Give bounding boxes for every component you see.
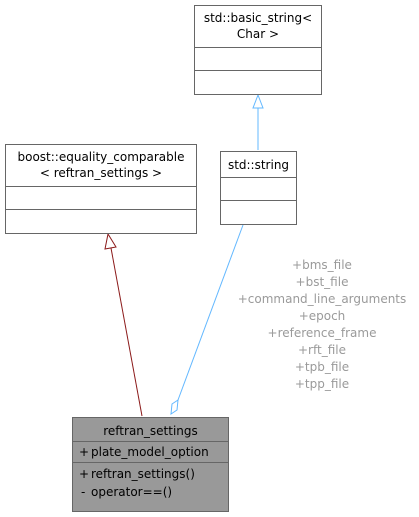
member-label: +bst_file <box>295 275 349 289</box>
visibility-marker: + <box>79 445 90 459</box>
class-title: reftran_settings <box>73 418 228 442</box>
class-title-line: std::string <box>227 158 290 172</box>
class-title-line: reftran_settings <box>103 424 198 438</box>
member-label: +tpb_file <box>294 360 350 374</box>
method-name: reftran_settings() <box>91 467 195 481</box>
class-title: boost::equality_comparable < reftran_set… <box>6 145 196 187</box>
visibility-marker: + <box>79 467 90 481</box>
visibility-marker: - <box>81 485 86 499</box>
member-label: +rft_file <box>298 343 346 357</box>
member-label: +reference_frame <box>267 326 377 340</box>
member-label: +epoch <box>298 309 346 323</box>
class-methods-section <box>221 201 296 224</box>
member-label: +tpp_file <box>294 377 350 391</box>
class-attributes-section <box>6 187 196 210</box>
class-methods-section <box>195 71 321 94</box>
class-methods-section: +reftran_settings() -operator==() <box>73 463 228 503</box>
class-node-basic-string[interactable]: std::basic_string< Char > <box>194 5 322 95</box>
method-name: operator==() <box>91 485 173 499</box>
class-attributes-section <box>221 178 296 201</box>
class-title: std::basic_string< Char > <box>195 6 321 48</box>
class-methods-section <box>6 210 196 233</box>
class-attributes-section: +plate_model_option <box>73 442 228 463</box>
class-title-line: boost::equality_comparable <box>17 150 185 164</box>
member-label: +command_line_arguments <box>237 292 407 306</box>
class-attributes-section <box>195 48 321 71</box>
member-label: +bms_file <box>292 258 352 272</box>
inheritance-arrowhead <box>252 93 264 109</box>
class-title-line: std::basic_string< <box>203 11 313 25</box>
edge-string-to-reftran <box>177 224 244 401</box>
aggregation-diamond <box>170 398 179 416</box>
class-node-std-string[interactable]: std::string <box>220 151 297 225</box>
attribute-name: plate_model_option <box>91 445 209 459</box>
edge-reftran-to-equality-comparable <box>110 247 143 417</box>
class-title: std::string <box>221 152 296 178</box>
inheritance-arrowhead <box>104 232 117 250</box>
method-row: +reftran_settings() <box>73 465 228 483</box>
edge-label-members: +bms_file +bst_file +command_line_argume… <box>224 257 419 393</box>
class-node-reftran-settings[interactable]: reftran_settings +plate_model_option +re… <box>72 417 229 512</box>
attribute-row: +plate_model_option <box>73 443 228 461</box>
class-node-equality-comparable[interactable]: boost::equality_comparable < reftran_set… <box>5 144 197 234</box>
class-title-line: < reftran_settings > <box>39 166 163 180</box>
method-row: -operator==() <box>73 483 228 501</box>
class-title-line: Char > <box>236 27 280 41</box>
